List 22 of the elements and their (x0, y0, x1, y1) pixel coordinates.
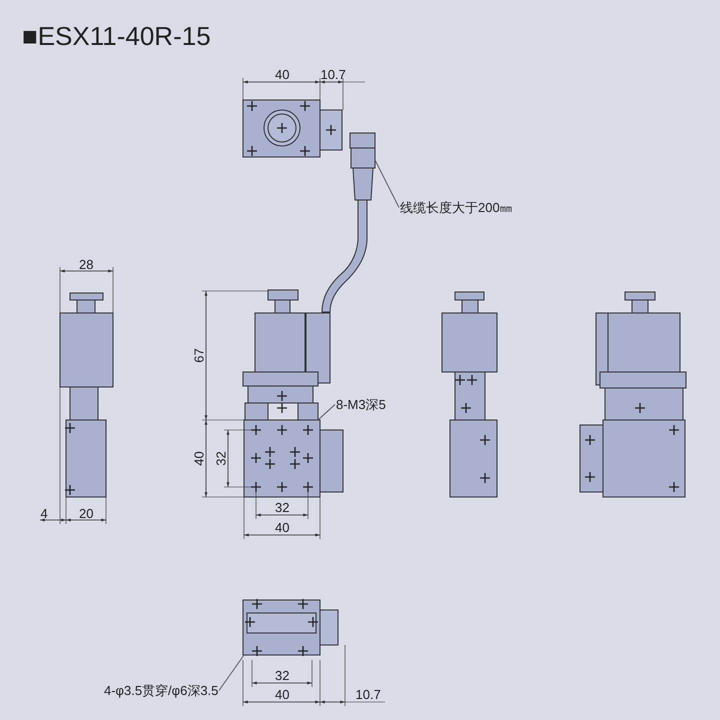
leader-line (318, 404, 336, 420)
dimension-label: 4 (40, 506, 48, 520)
dimension-label: 32 (275, 668, 290, 682)
callout-note: 8-M3深5 (336, 398, 386, 410)
dimension-label: 10.7 (356, 688, 381, 700)
dimension-label: 10.7 (320, 68, 346, 80)
leader-line (218, 654, 244, 691)
stage-table (244, 420, 320, 498)
title: ■ESX11-40R-15 (22, 23, 211, 49)
dimension-label: 40 (192, 450, 206, 466)
callout-note: 线缆长度大于200㎜ (400, 200, 513, 214)
dimension-label: 28 (79, 258, 94, 270)
dimension-label: 32 (275, 500, 290, 514)
cable-plug (350, 148, 376, 168)
dimension-label: 20 (79, 506, 94, 520)
dimension-label: 40 (275, 520, 290, 534)
dimension-label: 32 (214, 450, 228, 466)
dimension-label: 40 (275, 68, 290, 80)
leader-line (374, 160, 400, 208)
dimension-label: 40 (275, 688, 290, 700)
dimension-label: 67 (192, 348, 206, 362)
callout-note: 4-φ3.5贯穿/φ6深3.5 (104, 684, 218, 696)
